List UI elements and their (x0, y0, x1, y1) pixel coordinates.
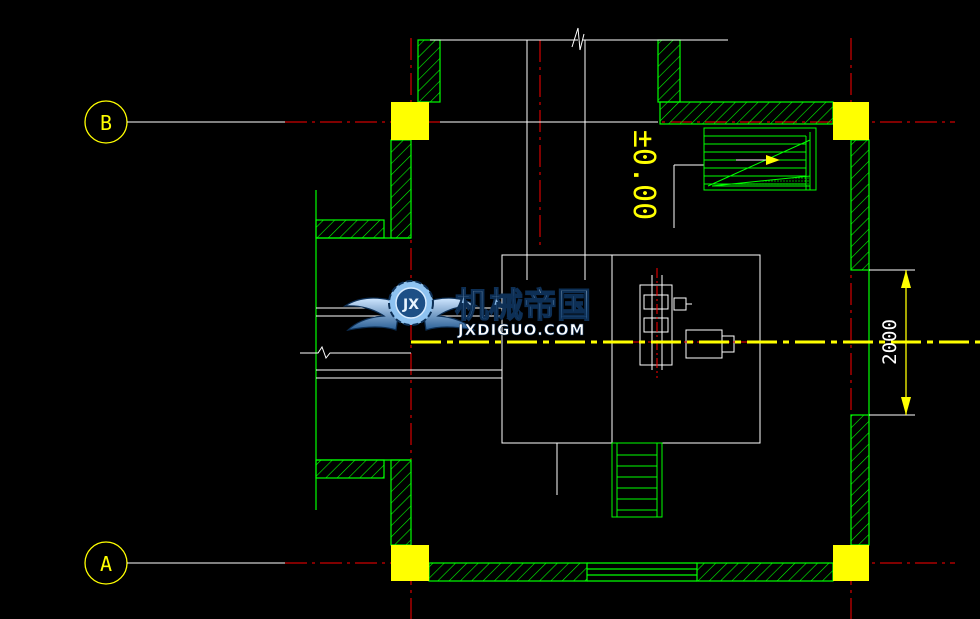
wall-annex-lower (315, 459, 385, 479)
wall-annex-upper (315, 219, 385, 239)
dimension-2000: 2000 (869, 269, 915, 416)
wall-top (659, 101, 834, 125)
emblem-letters: JX (402, 297, 419, 313)
watermark-subtitle: JXDIGUO.COM (457, 321, 585, 339)
equipment-platform (611, 254, 761, 444)
stair-bottom (611, 442, 663, 518)
wall-left-upper (390, 139, 412, 239)
column-a-left (391, 545, 429, 581)
grid-bubble-a: A (84, 541, 285, 585)
watermark-title: 机械帝国 (455, 286, 591, 326)
elevation-label: ±0.00 (626, 130, 661, 220)
columns (391, 102, 869, 581)
stair-direction-arrow (736, 155, 780, 165)
wall-right-lower (850, 414, 870, 546)
wall-right-upper (850, 139, 870, 271)
gear-icon: JX (388, 280, 434, 326)
dimension-label: 2000 (879, 319, 901, 365)
grid-bubble-b: B (84, 100, 285, 144)
pump-body (639, 284, 673, 366)
motor-body (685, 329, 723, 359)
wall-top-middle (657, 39, 681, 103)
wall-top-left (417, 39, 441, 103)
equipment-upper-box (501, 254, 613, 444)
wall-left-lower (390, 459, 412, 546)
grid-label-b: B (100, 111, 112, 135)
watermark-logo: JX 机械帝国 JXDIGUO.COM (342, 280, 592, 339)
grid-label-a: A (100, 552, 112, 576)
wing-icon (342, 297, 480, 331)
column-b-left (391, 102, 429, 140)
stair-top (703, 127, 817, 191)
walls (315, 39, 870, 582)
wall-bottom-left (428, 562, 588, 582)
equipment-lines (300, 27, 761, 495)
column-b-right (833, 102, 869, 140)
column-a-right (833, 545, 869, 581)
wall-bottom-right (696, 562, 834, 582)
